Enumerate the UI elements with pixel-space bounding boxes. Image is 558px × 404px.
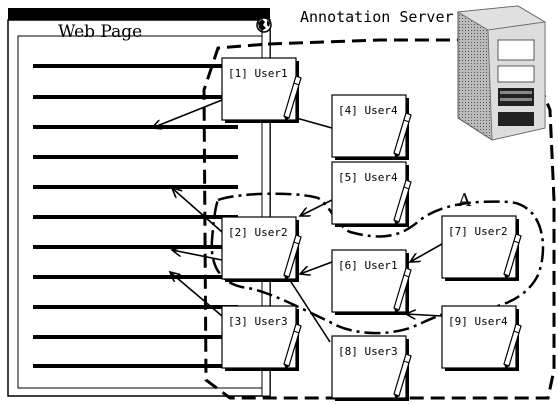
note-label: [7] User2 [448,225,508,238]
text-line [33,95,238,99]
text-line [33,64,238,68]
arrow [300,200,332,216]
note-card-n2[interactable]: [2] User2 [222,217,301,282]
note-label: [9] User4 [448,315,508,328]
note-label: [5] User4 [338,171,398,184]
text-line [33,305,238,309]
note-card-n7[interactable]: [7] User2 [442,216,521,281]
webpage-title: Web Page [58,22,142,42]
note-card-n4[interactable]: [4] User4 [332,95,411,160]
note-card-n3[interactable]: [3] User3 [222,306,301,371]
note-label: [6] User1 [338,259,398,272]
text-line [33,155,238,159]
arrow [300,262,332,274]
note-label: [4] User4 [338,104,398,117]
arrow [406,314,442,316]
note-card-n5[interactable]: [5] User4 [332,162,411,227]
note-label: [2] User2 [228,226,288,239]
text-line [33,125,238,129]
server-title: Annotation Server [300,8,454,26]
note-label: [3] User3 [228,315,288,328]
group-a-label: A [457,190,472,211]
note-card-n1[interactable]: [1] User1 [222,58,301,123]
note-card-n9[interactable]: [9] User4 [442,306,521,371]
text-line [33,335,238,339]
note-label: [8] User3 [338,345,398,358]
text-line [33,275,238,279]
globe-icon [257,18,271,32]
window-title-bar [8,8,270,20]
text-line [33,185,238,189]
text-line [33,245,238,249]
note-card-n8[interactable]: [8] User3 [332,336,411,401]
note-card-n6[interactable]: [6] User1 [332,250,411,315]
server-icon [458,6,545,140]
arrow [410,244,442,262]
note-label: [1] User1 [228,67,288,80]
